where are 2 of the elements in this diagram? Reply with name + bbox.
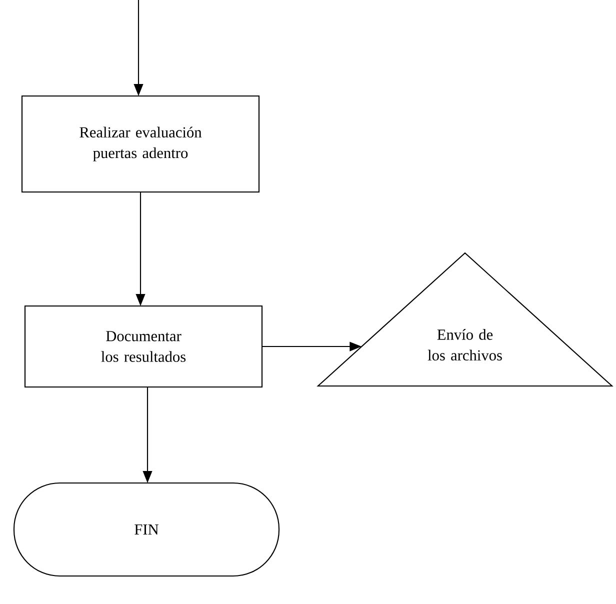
process-box: Documentar los resultados — [24, 305, 263, 388]
process-box: Realizar evaluación puertas adentro — [21, 95, 260, 193]
